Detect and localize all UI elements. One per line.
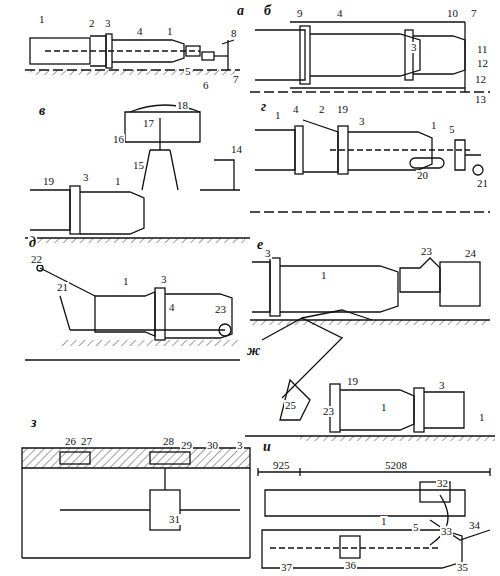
callout-number: 4 [168,302,176,313]
callout-number: 4 [336,8,344,19]
callout-number: 7 [470,8,478,19]
callout-number: 5208 [384,460,408,471]
callout-number: 1 [114,176,122,187]
panel-letter: г [260,100,267,114]
callout-number: 15 [132,160,145,171]
callout-number: 3 [264,248,272,259]
callout-number: 3 [82,172,90,183]
callout-number: 5 [184,66,192,77]
panel-letter: а [236,4,245,18]
callout-number: 11 [476,44,489,55]
callout-number: 3 [358,116,366,127]
callout-number: 28 [162,436,175,447]
callout-number: 33 [440,526,453,537]
callout-number: 7 [232,74,240,85]
panel-e [250,258,490,325]
panel-letter: и [262,440,272,454]
callout-number: 37 [280,562,293,573]
callout-number: 23 [420,246,433,257]
callout-number: 1 [430,120,438,131]
callout-number: 1 [122,276,130,287]
panel-i [258,468,490,568]
callout-number: 10 [446,8,459,19]
callout-number: 5 [448,124,456,135]
callout-number: 1 [166,26,174,37]
panel-letter: е [256,238,264,252]
callout-number: 3 [104,18,112,29]
callout-number: 31 [168,514,181,525]
callout-number: 35 [456,562,469,573]
callout-number: 23 [322,406,335,417]
callout-number: 25 [284,400,297,411]
callout-number: 14 [230,144,243,155]
callout-number: 13 [474,94,487,105]
callout-number: 6 [202,80,210,91]
panel-d [25,265,240,360]
callout-number: 29 [180,440,193,451]
panel-a [25,34,240,75]
callout-number: 19 [346,376,359,387]
panel-letter: б [263,4,272,18]
panel-b [250,22,490,92]
panel-v [25,105,250,243]
callout-number: 21 [476,178,489,189]
callout-number: 17 [142,118,155,129]
callout-number: 1 [380,402,388,413]
callout-number: 27 [80,436,93,447]
callout-number: 1 [380,516,388,527]
callout-number: 30 [206,440,219,451]
callout-number: 12 [474,74,487,85]
callout-number: 1 [38,14,46,25]
callout-number: 34 [468,520,481,531]
callout-number: 3 [160,274,168,285]
callout-number: 3 [410,42,418,53]
panel-z [22,448,250,558]
callout-number: 12 [476,58,489,69]
callout-number: 22 [30,254,43,265]
callout-number: 8 [230,28,238,39]
callout-number: 5 [412,522,420,533]
panel-letter: д [28,236,37,250]
callout-number: 32 [436,478,449,489]
callout-number: 2 [318,104,326,115]
panel-letter: в [38,104,46,118]
panel-zh [245,310,495,441]
callout-number: 26 [64,436,77,447]
callout-number: 9 [296,8,304,19]
callout-number: 1 [274,110,282,121]
panel-g [250,120,490,212]
callout-number: 3 [236,440,244,451]
callout-number: 20 [416,170,429,181]
callout-number: 18 [176,100,189,111]
callout-number: 1 [478,412,486,423]
callout-number: 4 [292,104,300,115]
callout-number: 1 [320,270,328,281]
callout-number: 24 [464,248,477,259]
callout-number: 23 [214,304,227,315]
callout-number: 19 [336,104,349,115]
callout-number: 2 [88,18,96,29]
callout-number: 3 [438,380,446,391]
callout-number: 36 [344,560,357,571]
callout-number: 925 [272,460,291,471]
panel-letter: ж [246,344,261,358]
callout-number: 21 [56,282,69,293]
callout-number: 19 [42,176,55,187]
panel-letter: з [30,416,37,430]
callout-number: 4 [136,26,144,37]
callout-number: 16 [112,134,125,145]
